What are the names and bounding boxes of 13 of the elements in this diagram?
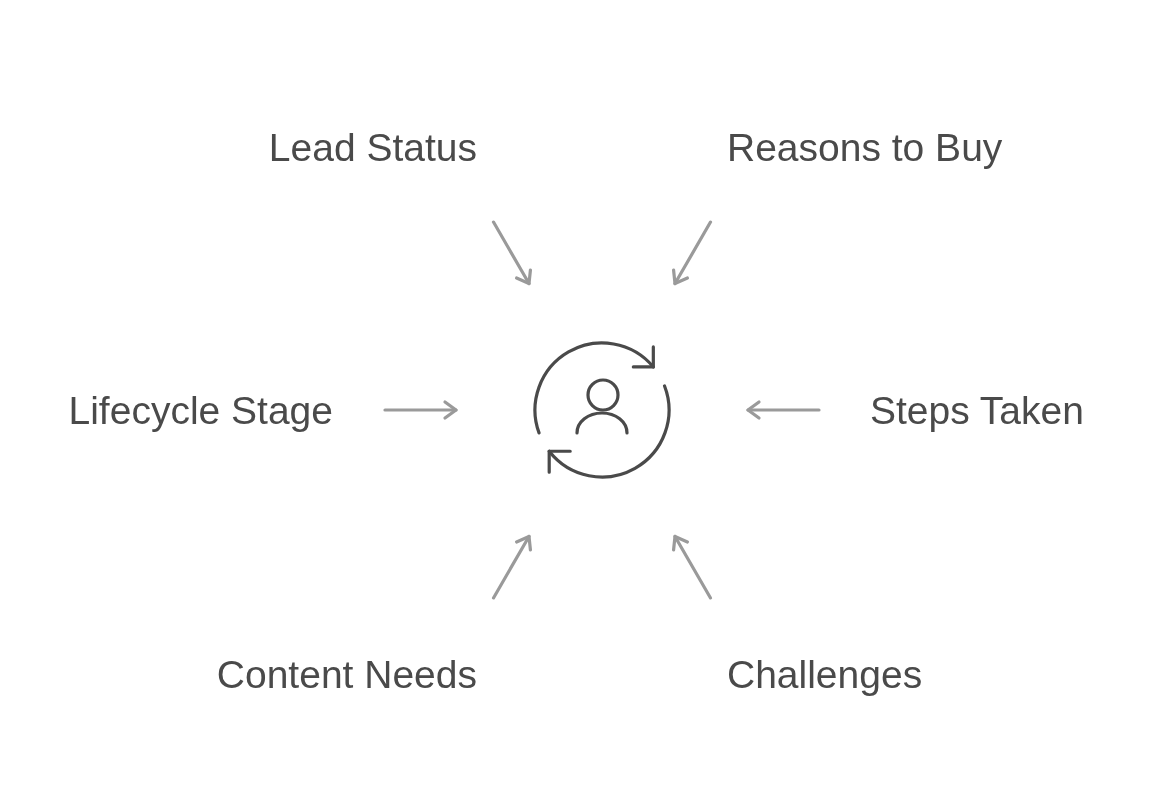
- topic-label: Lead Status: [268, 125, 477, 170]
- topic-label: Challenges: [727, 652, 923, 697]
- arrow: [491, 220, 533, 286]
- topic-label: Reasons to Buy: [727, 125, 1003, 170]
- topic-label: Content Needs: [216, 652, 477, 697]
- topic-label: Steps Taken: [870, 388, 1084, 433]
- person-cycle-icon: [532, 340, 672, 480]
- arrow: [383, 400, 458, 420]
- arrow: [491, 534, 533, 600]
- topic-label: Lifecycle Stage: [68, 388, 333, 433]
- arrow: [671, 220, 713, 286]
- arrow: [671, 534, 713, 600]
- arrow: [746, 400, 821, 420]
